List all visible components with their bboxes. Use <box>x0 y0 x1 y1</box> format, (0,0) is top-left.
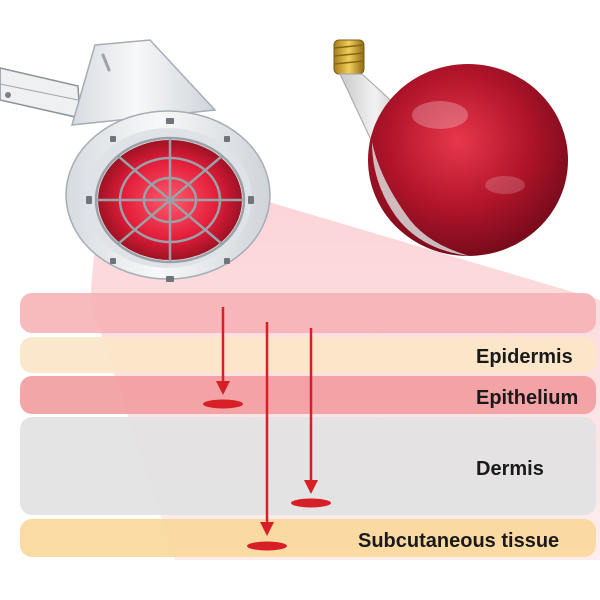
absorption-spot-subcutaneous <box>247 541 287 551</box>
layer-epidermis <box>20 337 596 373</box>
label-dermis: Dermis <box>476 458 544 480</box>
layer-epithelium <box>20 376 596 414</box>
layer-subcutaneous <box>20 519 596 557</box>
lamp-bracket <box>0 67 81 119</box>
penetration-arrows <box>203 307 331 551</box>
infrared-bulb-icon <box>333 39 568 256</box>
absorption-spot-dermis <box>291 498 331 508</box>
layer-surface <box>20 293 596 333</box>
label-epithelium: Epithelium <box>476 387 579 409</box>
infrared-heat-lamp-icon <box>65 39 271 282</box>
absorption-spot-epithelium <box>203 399 243 409</box>
skin-layers <box>20 293 596 557</box>
layer-dermis <box>20 417 596 515</box>
label-epidermis: Epidermis <box>476 346 573 368</box>
label-subcutaneous-tissue: Subcutaneous tissue <box>358 530 560 552</box>
